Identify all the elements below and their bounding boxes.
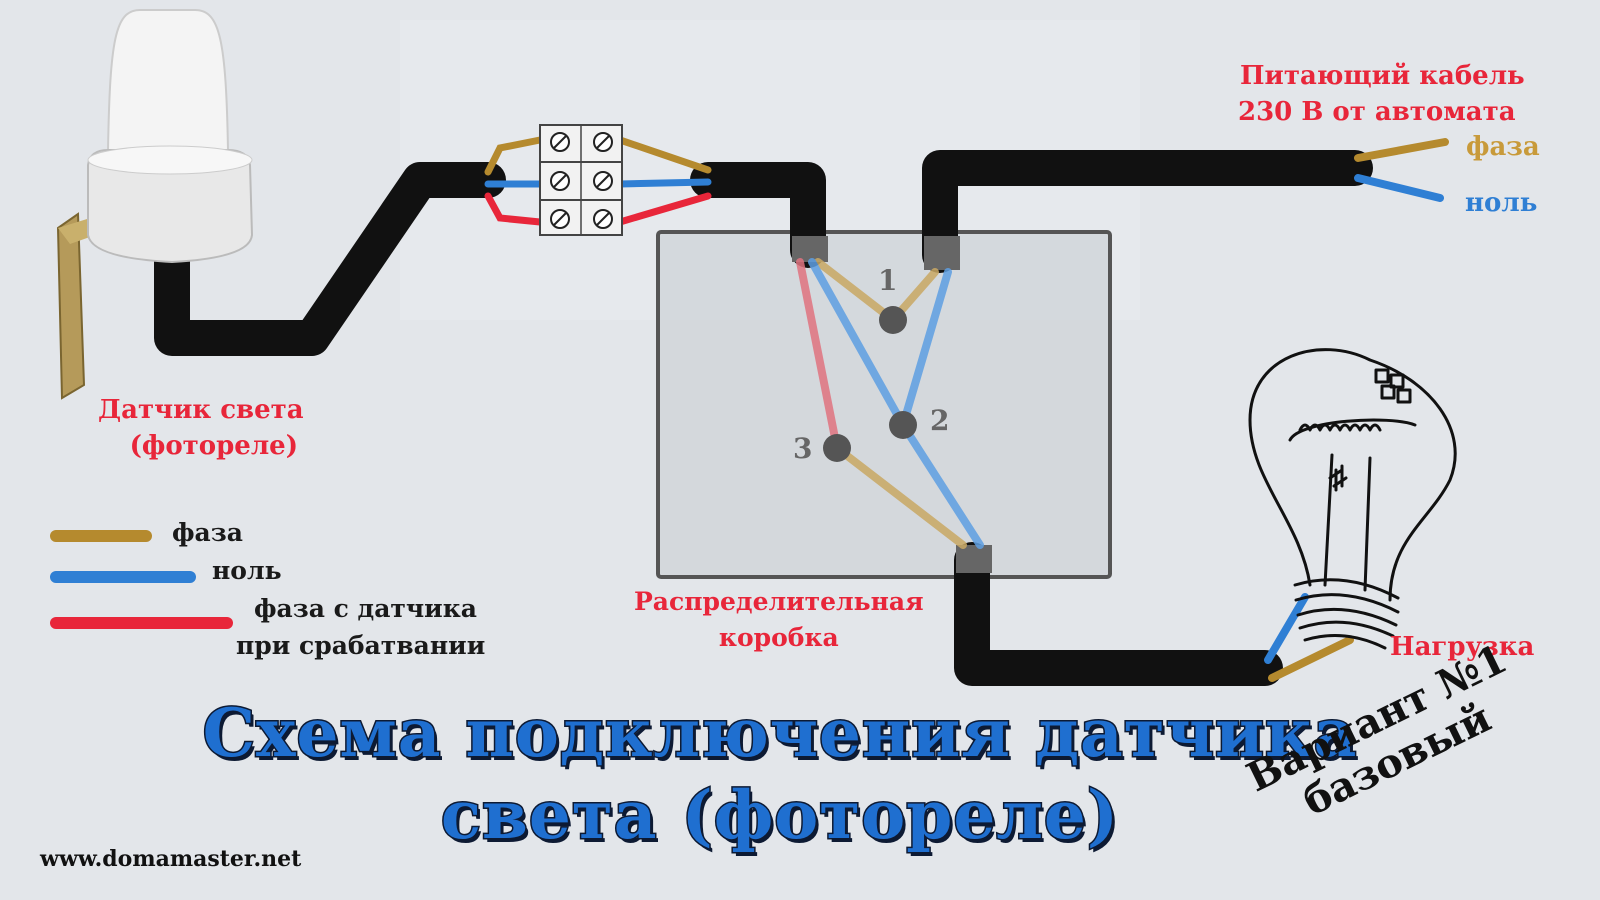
terminal-block [539, 124, 623, 236]
supply-neutral-label: ноль [1465, 188, 1538, 218]
supply-label-line2: 230 В от автомата [1238, 97, 1516, 127]
box-to-terminal-cable [690, 162, 826, 268]
node-1-label: 1 [878, 264, 898, 297]
supply-wire-ends [1354, 138, 1449, 202]
load-cable [954, 542, 1283, 686]
node-3-label: 3 [793, 432, 813, 465]
box-label-line1: Распределительная [634, 587, 924, 616]
light-bulb-icon [1248, 348, 1457, 650]
supply-cable [922, 150, 1373, 273]
load-label: Нагрузка [1390, 632, 1535, 662]
legend-sensor-phase-line1: фаза с датчика [254, 594, 477, 623]
title-line2: света (фотореле) [439, 775, 1120, 856]
sensor-label: Датчик света (фотореле) [98, 392, 304, 464]
legend-phase-label: фаза [172, 518, 243, 547]
legend-phase-swatch [50, 530, 152, 542]
legend-sensor-phase-line2: при срабатвании [236, 631, 486, 660]
junction-node-3 [823, 434, 851, 462]
supply-phase-label: фаза [1466, 132, 1540, 162]
legend-neutral-label: ноль [212, 556, 282, 585]
sensor-cable [154, 162, 506, 356]
website-link[interactable]: www.domamaster.net [40, 846, 302, 872]
legend-neutral-swatch [50, 571, 196, 583]
distribution-box [656, 230, 1112, 579]
supply-label-line1: Питающий кабель [1240, 61, 1525, 91]
cables [154, 150, 1373, 686]
title-line1: Схема подключения датчика [201, 693, 1358, 774]
photo-relay-icon [56, 9, 254, 400]
sensor-label-line1: Датчик света [98, 395, 304, 425]
supply-label: Питающий кабель 230 В от автомата [1238, 58, 1525, 130]
junction-node-1 [879, 306, 907, 334]
cable-entry-2 [924, 236, 960, 270]
junction-node-2 [889, 411, 917, 439]
box-label-line2: коробка [718, 623, 839, 652]
load-wire-ends [1264, 593, 1354, 682]
box-label: Распределительная коробка [634, 584, 924, 656]
node-2-label: 2 [930, 404, 950, 437]
terminal-wires [484, 136, 712, 226]
cable-entry-1 [792, 236, 828, 262]
sensor-label-line2: (фотореле) [129, 431, 299, 461]
legend-sensor-phase-swatch [50, 617, 233, 629]
cable-entry-3 [956, 545, 992, 573]
legend-sensor-phase-label: фаза с датчика при срабатвании [236, 590, 485, 664]
